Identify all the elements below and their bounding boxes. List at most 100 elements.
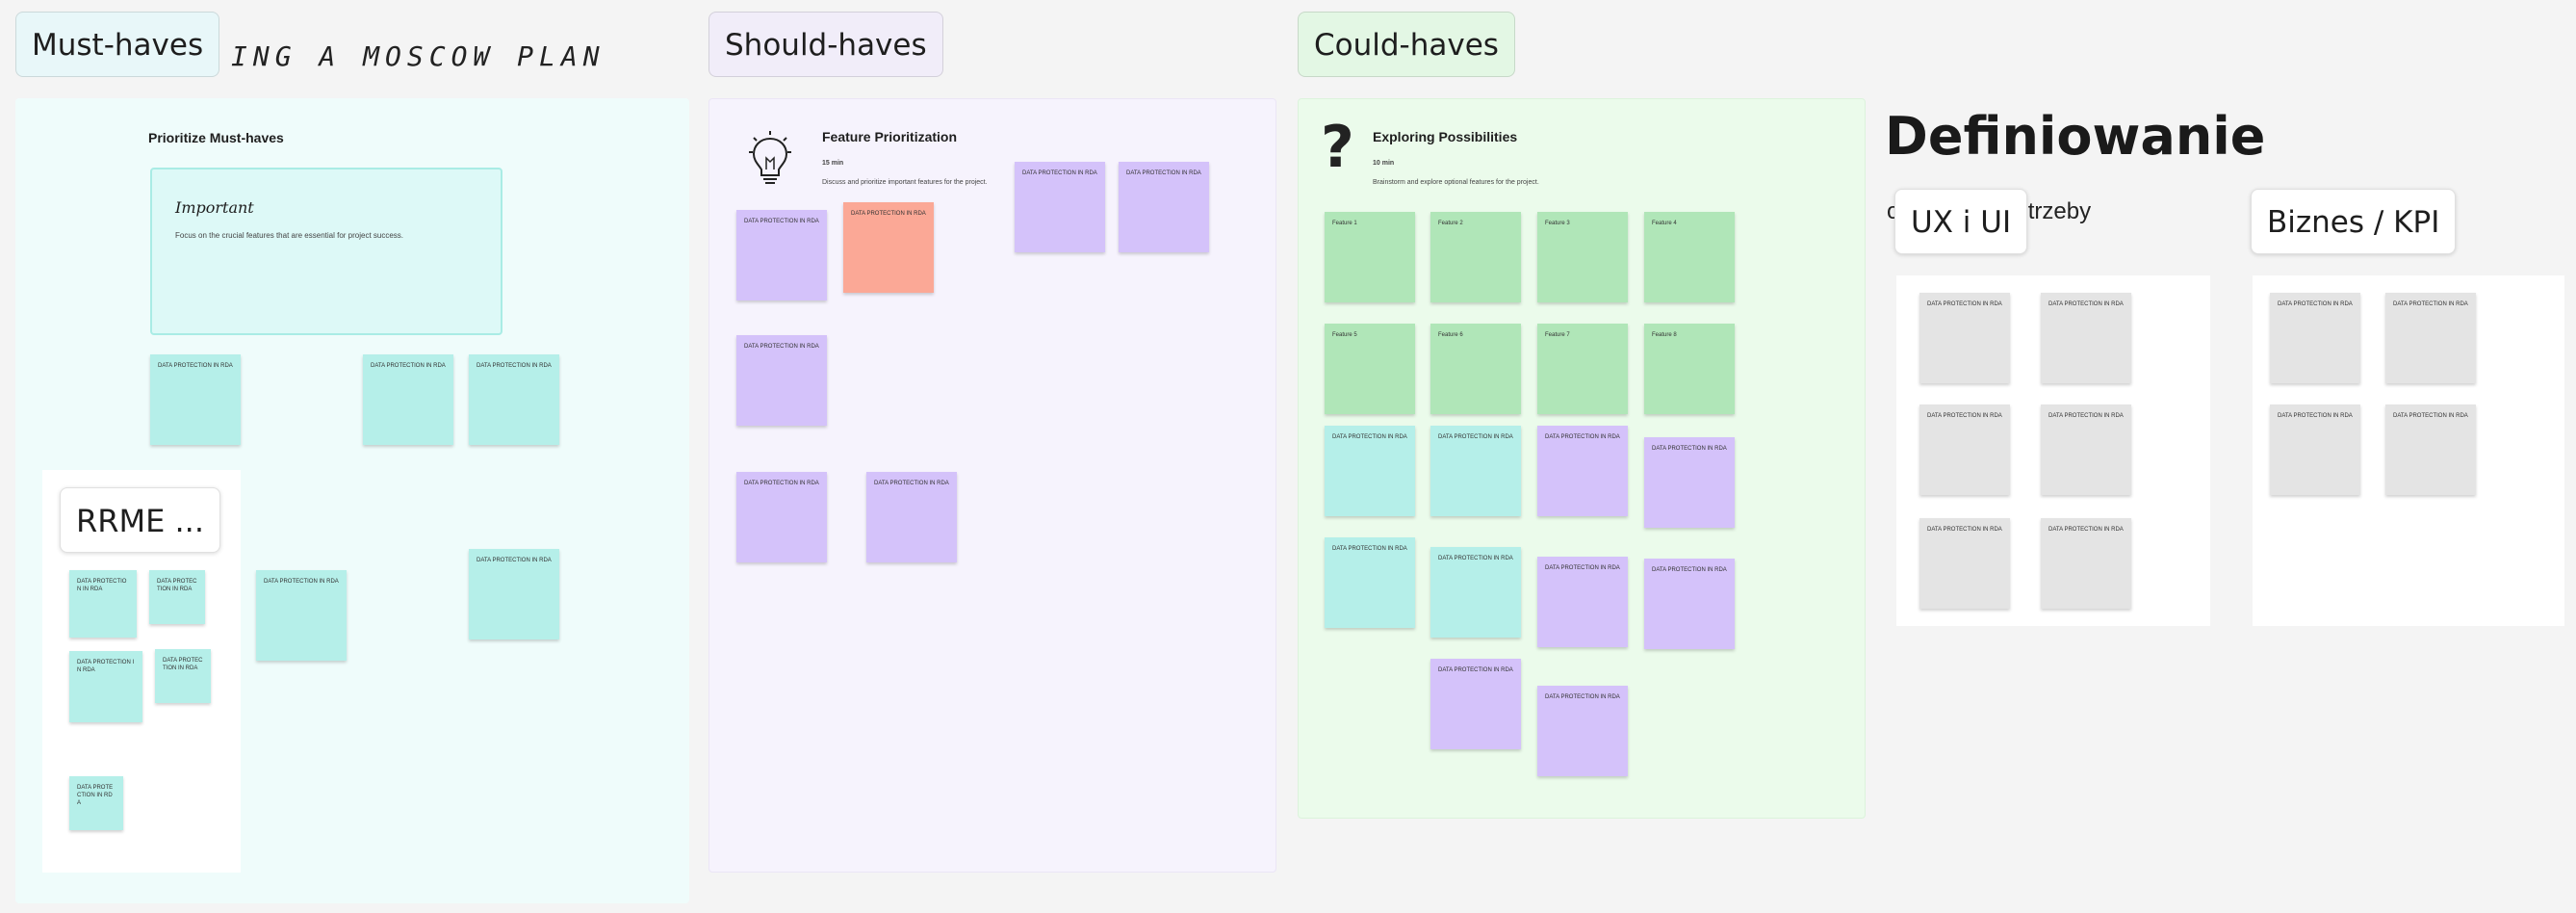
could-feature-4[interactable]: Feature 4	[1644, 212, 1735, 302]
ux-sticky-3[interactable]: DATA PROTECTION IN RDA	[1919, 404, 2010, 495]
must-sticky-6[interactable]: DATA PROTECTION IN RDA	[69, 651, 142, 722]
must-sticky-3[interactable]: DATA PROTECTION IN RDA	[469, 354, 559, 445]
must-sticky-7[interactable]: DATA PROTECTION IN RDA	[155, 649, 211, 703]
lightbulb-icon	[749, 131, 791, 184]
could-sticky-10[interactable]: DATA PROTECTION IN RDA	[1430, 426, 1521, 516]
sticky-note-text: DATA PROTECTION IN RDA	[1927, 301, 2002, 307]
sticky-note-text: DATA PROTECTION IN RDA	[477, 363, 552, 369]
sticky-note-text: DATA PROTECTION IN RDA	[1545, 434, 1620, 440]
sticky-note-text: DATA PROTECTION IN RDA	[77, 579, 127, 592]
must-haves-tag[interactable]: Must-haves	[15, 12, 220, 77]
should-desc: Discuss and prioritize important feature…	[822, 179, 988, 186]
sticky-note-text: Feature 8	[1652, 332, 1677, 338]
should-sticky-4[interactable]: DATA PROTECTION IN RDA	[1119, 162, 1209, 252]
could-sticky-15[interactable]: DATA PROTECTION IN RDA	[1537, 557, 1628, 647]
definiowanie-heading: Definiowanie	[1885, 106, 2266, 167]
sticky-note-text: DATA PROTECTION IN RDA	[2393, 413, 2468, 419]
could-sticky-9[interactable]: DATA PROTECTION IN RDA	[1325, 426, 1415, 516]
should-sticky-5[interactable]: DATA PROTECTION IN RDA	[736, 335, 827, 426]
board-handwritten-title: ING A MOSCOW PLAN	[231, 40, 605, 72]
sticky-note-text: DATA PROTECTION IN RDA	[1652, 567, 1727, 573]
sticky-note-text: DATA PROTECTION IN RDA	[874, 481, 949, 486]
could-feature-1[interactable]: Feature 1	[1325, 212, 1415, 302]
should-sticky-3[interactable]: DATA PROTECTION IN RDA	[1015, 162, 1105, 252]
important-card[interactable]: Important Focus on the crucial features …	[150, 168, 502, 335]
sticky-note-text: Feature 5	[1332, 332, 1357, 338]
sticky-note-text: DATA PROTECTION IN RDA	[158, 363, 233, 369]
sticky-note-text: Feature 4	[1652, 221, 1677, 226]
could-feature-3[interactable]: Feature 3	[1537, 212, 1628, 302]
ux-sticky-6[interactable]: DATA PROTECTION IN RDA	[2041, 518, 2131, 609]
must-sticky-8[interactable]: DATA PROTECTION IN RDA	[69, 776, 123, 830]
biz-sticky-4[interactable]: DATA PROTECTION IN RDA	[2385, 404, 2476, 495]
sticky-note-text: Feature 1	[1332, 221, 1357, 226]
could-sticky-11[interactable]: DATA PROTECTION IN RDA	[1537, 426, 1628, 516]
sticky-note-text: DATA PROTECTION IN RDA	[1545, 694, 1620, 700]
must-sticky-5[interactable]: DATA PROTECTION IN RDA	[149, 570, 205, 624]
should-haves-tag[interactable]: Should-haves	[708, 12, 943, 77]
sticky-note-text: DATA PROTECTION IN RDA	[1022, 170, 1097, 176]
sticky-note-text: DATA PROTECTION IN RDA	[77, 660, 135, 673]
could-sticky-16[interactable]: DATA PROTECTION IN RDA	[1644, 559, 1735, 649]
sticky-note-text: Feature 3	[1545, 221, 1570, 226]
should-time: 15 min	[822, 160, 844, 167]
ux-sticky-1[interactable]: DATA PROTECTION IN RDA	[1919, 293, 2010, 383]
sticky-note-text: DATA PROTECTION IN RDA	[1927, 527, 2002, 533]
sticky-note-text: Feature 2	[1438, 221, 1463, 226]
ux-ui-tag[interactable]: UX i UI	[1894, 189, 2028, 254]
sticky-note-text: DATA PROTECTION IN RDA	[1927, 413, 2002, 419]
could-feature-6[interactable]: Feature 6	[1430, 324, 1521, 414]
could-time: 10 min	[1373, 160, 1395, 167]
must-sticky-2[interactable]: DATA PROTECTION IN RDA	[363, 354, 453, 445]
sticky-note-text: DATA PROTECTION IN RDA	[1438, 556, 1513, 561]
should-sticky-2[interactable]: DATA PROTECTION IN RDA	[843, 202, 934, 293]
sticky-note-text: DATA PROTECTION IN RDA	[744, 481, 819, 486]
biznes-kpi-tag[interactable]: Biznes / KPI	[2251, 189, 2457, 254]
sticky-note-text: Feature 7	[1545, 332, 1570, 338]
sticky-note-text: DATA PROTECTION IN RDA	[1438, 667, 1513, 673]
sticky-note-text: DATA PROTECTION IN RDA	[477, 558, 552, 563]
sticky-note-text: DATA PROTECTION IN RDA	[744, 219, 819, 224]
sticky-note-text: DATA PROTECTION IN RDA	[2048, 301, 2124, 307]
biz-sticky-2[interactable]: DATA PROTECTION IN RDA	[2385, 293, 2476, 383]
could-sticky-14[interactable]: DATA PROTECTION IN RDA	[1430, 547, 1521, 638]
sticky-note-text: DATA PROTECTION IN RDA	[2393, 301, 2468, 307]
sticky-note-text: DATA PROTECTION IN RDA	[77, 785, 114, 806]
ux-sticky-4[interactable]: DATA PROTECTION IN RDA	[2041, 404, 2131, 495]
could-sticky-17[interactable]: DATA PROTECTION IN RDA	[1430, 659, 1521, 749]
must-sticky-1[interactable]: DATA PROTECTION IN RDA	[150, 354, 241, 445]
question-mark-icon: ?	[1321, 114, 1354, 181]
sticky-note-text: Feature 6	[1438, 332, 1463, 338]
must-sticky-4[interactable]: DATA PROTECTION IN RDA	[69, 570, 137, 638]
should-sticky-6[interactable]: DATA PROTECTION IN RDA	[736, 472, 827, 562]
sticky-note-text: DATA PROTECTION IN RDA	[2048, 527, 2124, 533]
important-card-title: Important	[175, 198, 254, 217]
could-feature-8[interactable]: Feature 8	[1644, 324, 1735, 414]
should-sticky-1[interactable]: DATA PROTECTION IN RDA	[736, 210, 827, 300]
sticky-note-text: DATA PROTECTION IN RDA	[1545, 565, 1620, 571]
must-sticky-9[interactable]: DATA PROTECTION IN RDA	[256, 570, 347, 661]
sticky-note-text: DATA PROTECTION IN RDA	[851, 211, 926, 217]
sticky-note-text: DATA PROTECTION IN RDA	[1126, 170, 1201, 176]
biz-sticky-3[interactable]: DATA PROTECTION IN RDA	[2270, 404, 2360, 495]
sticky-note-text: DATA PROTECTION IN RDA	[1438, 434, 1513, 440]
could-sticky-12[interactable]: DATA PROTECTION IN RDA	[1644, 437, 1735, 528]
could-sticky-18[interactable]: DATA PROTECTION IN RDA	[1537, 686, 1628, 776]
could-haves-tag[interactable]: Could-haves	[1298, 12, 1515, 77]
must-sticky-10[interactable]: DATA PROTECTION IN RDA	[469, 549, 559, 639]
sticky-note-text: DATA PROTECTION IN RDA	[163, 658, 203, 671]
sticky-note-text: DATA PROTECTION IN RDA	[2278, 413, 2353, 419]
biz-sticky-1[interactable]: DATA PROTECTION IN RDA	[2270, 293, 2360, 383]
should-sticky-7[interactable]: DATA PROTECTION IN RDA	[866, 472, 957, 562]
important-card-text: Focus on the crucial features that are e…	[175, 231, 404, 240]
sticky-note-text: DATA PROTECTION IN RDA	[264, 579, 339, 585]
could-sticky-13[interactable]: DATA PROTECTION IN RDA	[1325, 537, 1415, 628]
rrme-tag[interactable]: RRME ...	[60, 487, 220, 553]
could-feature-7[interactable]: Feature 7	[1537, 324, 1628, 414]
could-feature-2[interactable]: Feature 2	[1430, 212, 1521, 302]
could-title: Exploring Possibilities	[1373, 129, 1518, 144]
ux-sticky-2[interactable]: DATA PROTECTION IN RDA	[2041, 293, 2131, 383]
could-feature-5[interactable]: Feature 5	[1325, 324, 1415, 414]
sticky-note-text: DATA PROTECTION IN RDA	[1332, 546, 1407, 552]
ux-sticky-5[interactable]: DATA PROTECTION IN RDA	[1919, 518, 2010, 609]
